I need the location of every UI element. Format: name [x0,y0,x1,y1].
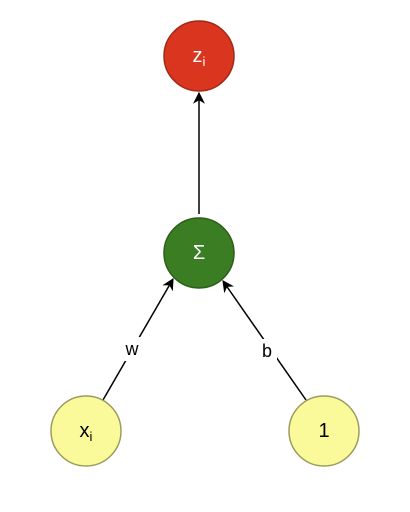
sum-node: Σ [163,217,235,289]
edge-label-bias: b [257,339,277,363]
bias-label: b [262,341,272,361]
output-node-label: zi [193,45,206,69]
bias-node: 1 [288,395,360,467]
edge-label-weight: w [122,337,142,361]
weight-label: w [125,339,140,359]
bias-node-label: 1 [318,420,329,442]
input-node-label: xi [80,420,93,444]
output-node: zi [163,20,235,92]
sum-node-label: Σ [193,242,205,264]
input-node: xi [50,395,122,467]
